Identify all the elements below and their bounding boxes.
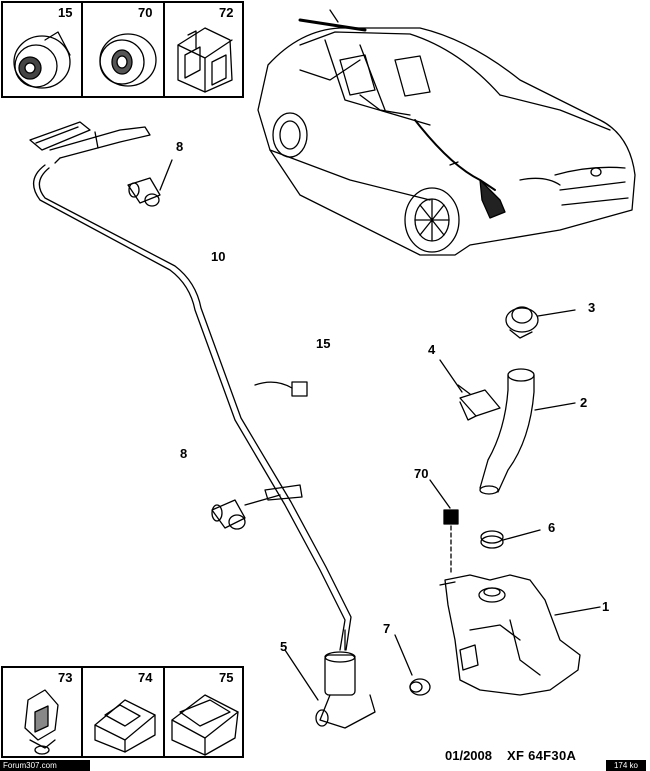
callout-7: 7	[383, 621, 391, 636]
seal-7-illustration	[394, 634, 431, 696]
clip-74-illustration	[94, 699, 156, 753]
clip-75-illustration	[171, 694, 239, 756]
clip-73-illustration	[24, 689, 59, 755]
part-box-70-number: 70	[138, 5, 153, 20]
connector-8-top	[127, 159, 173, 207]
seal-6-illustration	[480, 529, 541, 549]
part-box-72-number: 72	[219, 5, 234, 20]
hose-10-illustration	[33, 164, 352, 651]
part-15-marker	[291, 381, 308, 397]
callout-10: 10	[211, 249, 226, 264]
grommet-15-illustration	[13, 31, 71, 89]
callout-3: 3	[588, 300, 596, 315]
callout-8-top: 8	[176, 139, 184, 154]
part-box-15-number: 15	[58, 5, 73, 20]
clip-72-illustration	[177, 27, 233, 93]
part-box-75	[163, 666, 244, 758]
file-size-label: 174 ko	[606, 760, 646, 771]
part-70-marker	[443, 509, 459, 525]
filler-neck-2-illustration	[479, 368, 576, 495]
part-box-73-number: 73	[58, 670, 73, 685]
reservoir-1-illustration	[439, 574, 601, 696]
cap-3-illustration	[505, 306, 576, 339]
pump-5-illustration	[284, 629, 376, 729]
callout-70: 70	[414, 466, 429, 481]
reference-date: 01/2008	[445, 748, 492, 763]
callout-5: 5	[280, 639, 288, 654]
part-box-72	[163, 1, 244, 98]
washer-jet-illustration	[29, 121, 151, 164]
callout-15: 15	[316, 336, 331, 351]
callout-1: 1	[602, 599, 610, 614]
forum-watermark: Forum307.com	[0, 760, 90, 771]
callout-8-bottom: 8	[180, 446, 188, 461]
callout-2: 2	[580, 395, 588, 410]
callout-6: 6	[548, 520, 556, 535]
ring-70-illustration	[99, 33, 157, 87]
bracket-4-illustration	[439, 359, 501, 421]
part-box-75-number: 75	[219, 670, 234, 685]
callout-4: 4	[428, 342, 436, 357]
car-illustration	[257, 9, 636, 256]
reference-code: XF 64F30A	[507, 748, 577, 763]
connector-8-bottom	[211, 494, 281, 530]
part-box-74-number: 74	[138, 670, 153, 685]
